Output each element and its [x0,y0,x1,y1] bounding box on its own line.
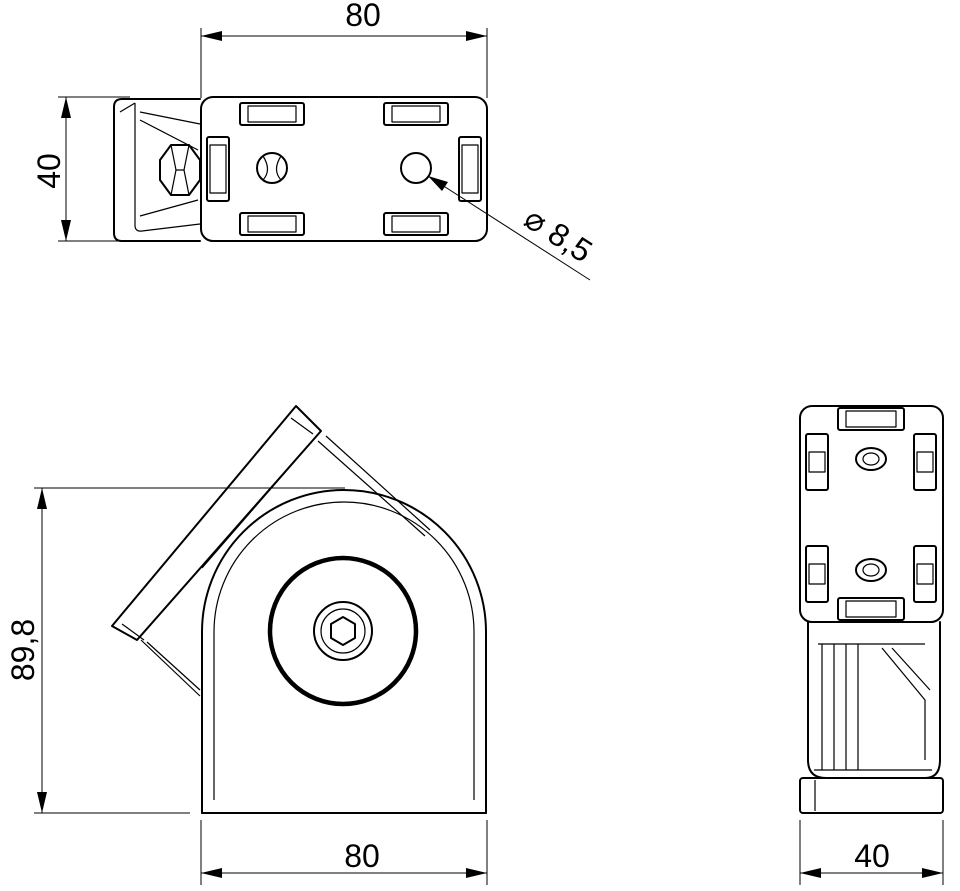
washer [267,555,419,707]
dimension-front-height: 89,8 [5,487,345,814]
dim-label-top-height: 40 [31,153,67,189]
dimension-front-width: 80 [200,820,488,885]
dim-label-top-width: 80 [345,0,381,33]
dimension-top-height: 40 [31,96,130,242]
top-plate [200,96,488,242]
side-plate [799,405,944,623]
socket-screw [313,601,373,661]
top-view [113,96,488,242]
dimension-hole-diameter: ⌀ 8,5 [427,175,599,281]
screw-head [256,152,288,184]
dimension-side-width: 40 [799,820,944,885]
front-view [111,405,487,814]
mounting-hole [400,152,432,184]
side-base [799,777,944,814]
dim-label-hole-diameter: ⌀ 8,5 [518,200,599,270]
side-view [799,405,944,814]
bracket-body [201,489,487,814]
hex-nut [159,144,201,196]
dim-label-front-width: 80 [344,838,380,874]
dim-label-side-width: 40 [854,838,890,874]
hex-socket-icon [330,616,356,646]
dimension-top-width: 80 [200,0,488,98]
dim-label-front-height: 89,8 [5,619,41,681]
